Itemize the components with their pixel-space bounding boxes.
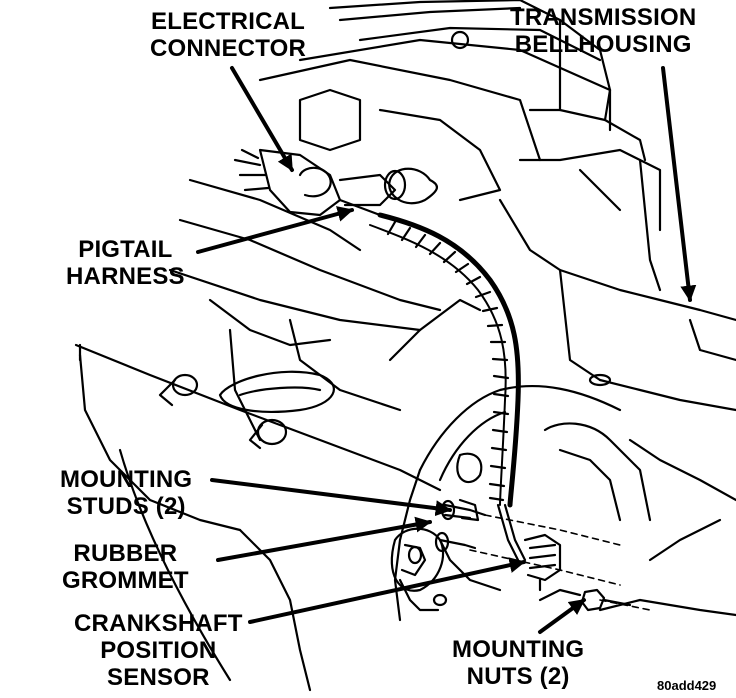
leader-mounting-studs (210, 478, 452, 517)
label-pigtail-harness: PIGTAIL HARNESS (66, 236, 185, 290)
leader-electrical-connector (230, 66, 294, 172)
alignment-lines (469, 514, 651, 611)
mounting-studs (434, 498, 487, 553)
leader-transmission-bellhousing (661, 66, 697, 302)
leader-mounting-nuts (538, 598, 586, 634)
label-crankshaft-position-sensor: CRANKSHAFT POSITION SENSOR (74, 610, 243, 691)
leader-crankshaft-position-sensor (248, 557, 526, 624)
mounting-nut (580, 588, 632, 612)
connector-body (233, 148, 407, 222)
bellhousing-flange (393, 384, 736, 622)
harness-cable (369, 212, 527, 562)
sensor-assembly (390, 527, 562, 612)
leader-rubber-grommet (216, 516, 432, 562)
label-mounting-nuts: MOUNTING NUTS (2) (452, 636, 585, 690)
engine-block (258, 0, 736, 562)
label-electrical-connector: ELECTRICAL CONNECTOR (150, 8, 307, 62)
label-transmission-bellhousing: TRANSMISSION BELLHOUSING (510, 4, 697, 58)
figure-code: 80add429 (657, 678, 717, 693)
label-rubber-grommet: RUBBER GROMMET (62, 540, 189, 594)
oil-pan (74, 178, 482, 692)
label-mounting-studs: MOUNTING STUDS (2) (60, 466, 193, 520)
leader-pigtail-harness (196, 206, 354, 254)
